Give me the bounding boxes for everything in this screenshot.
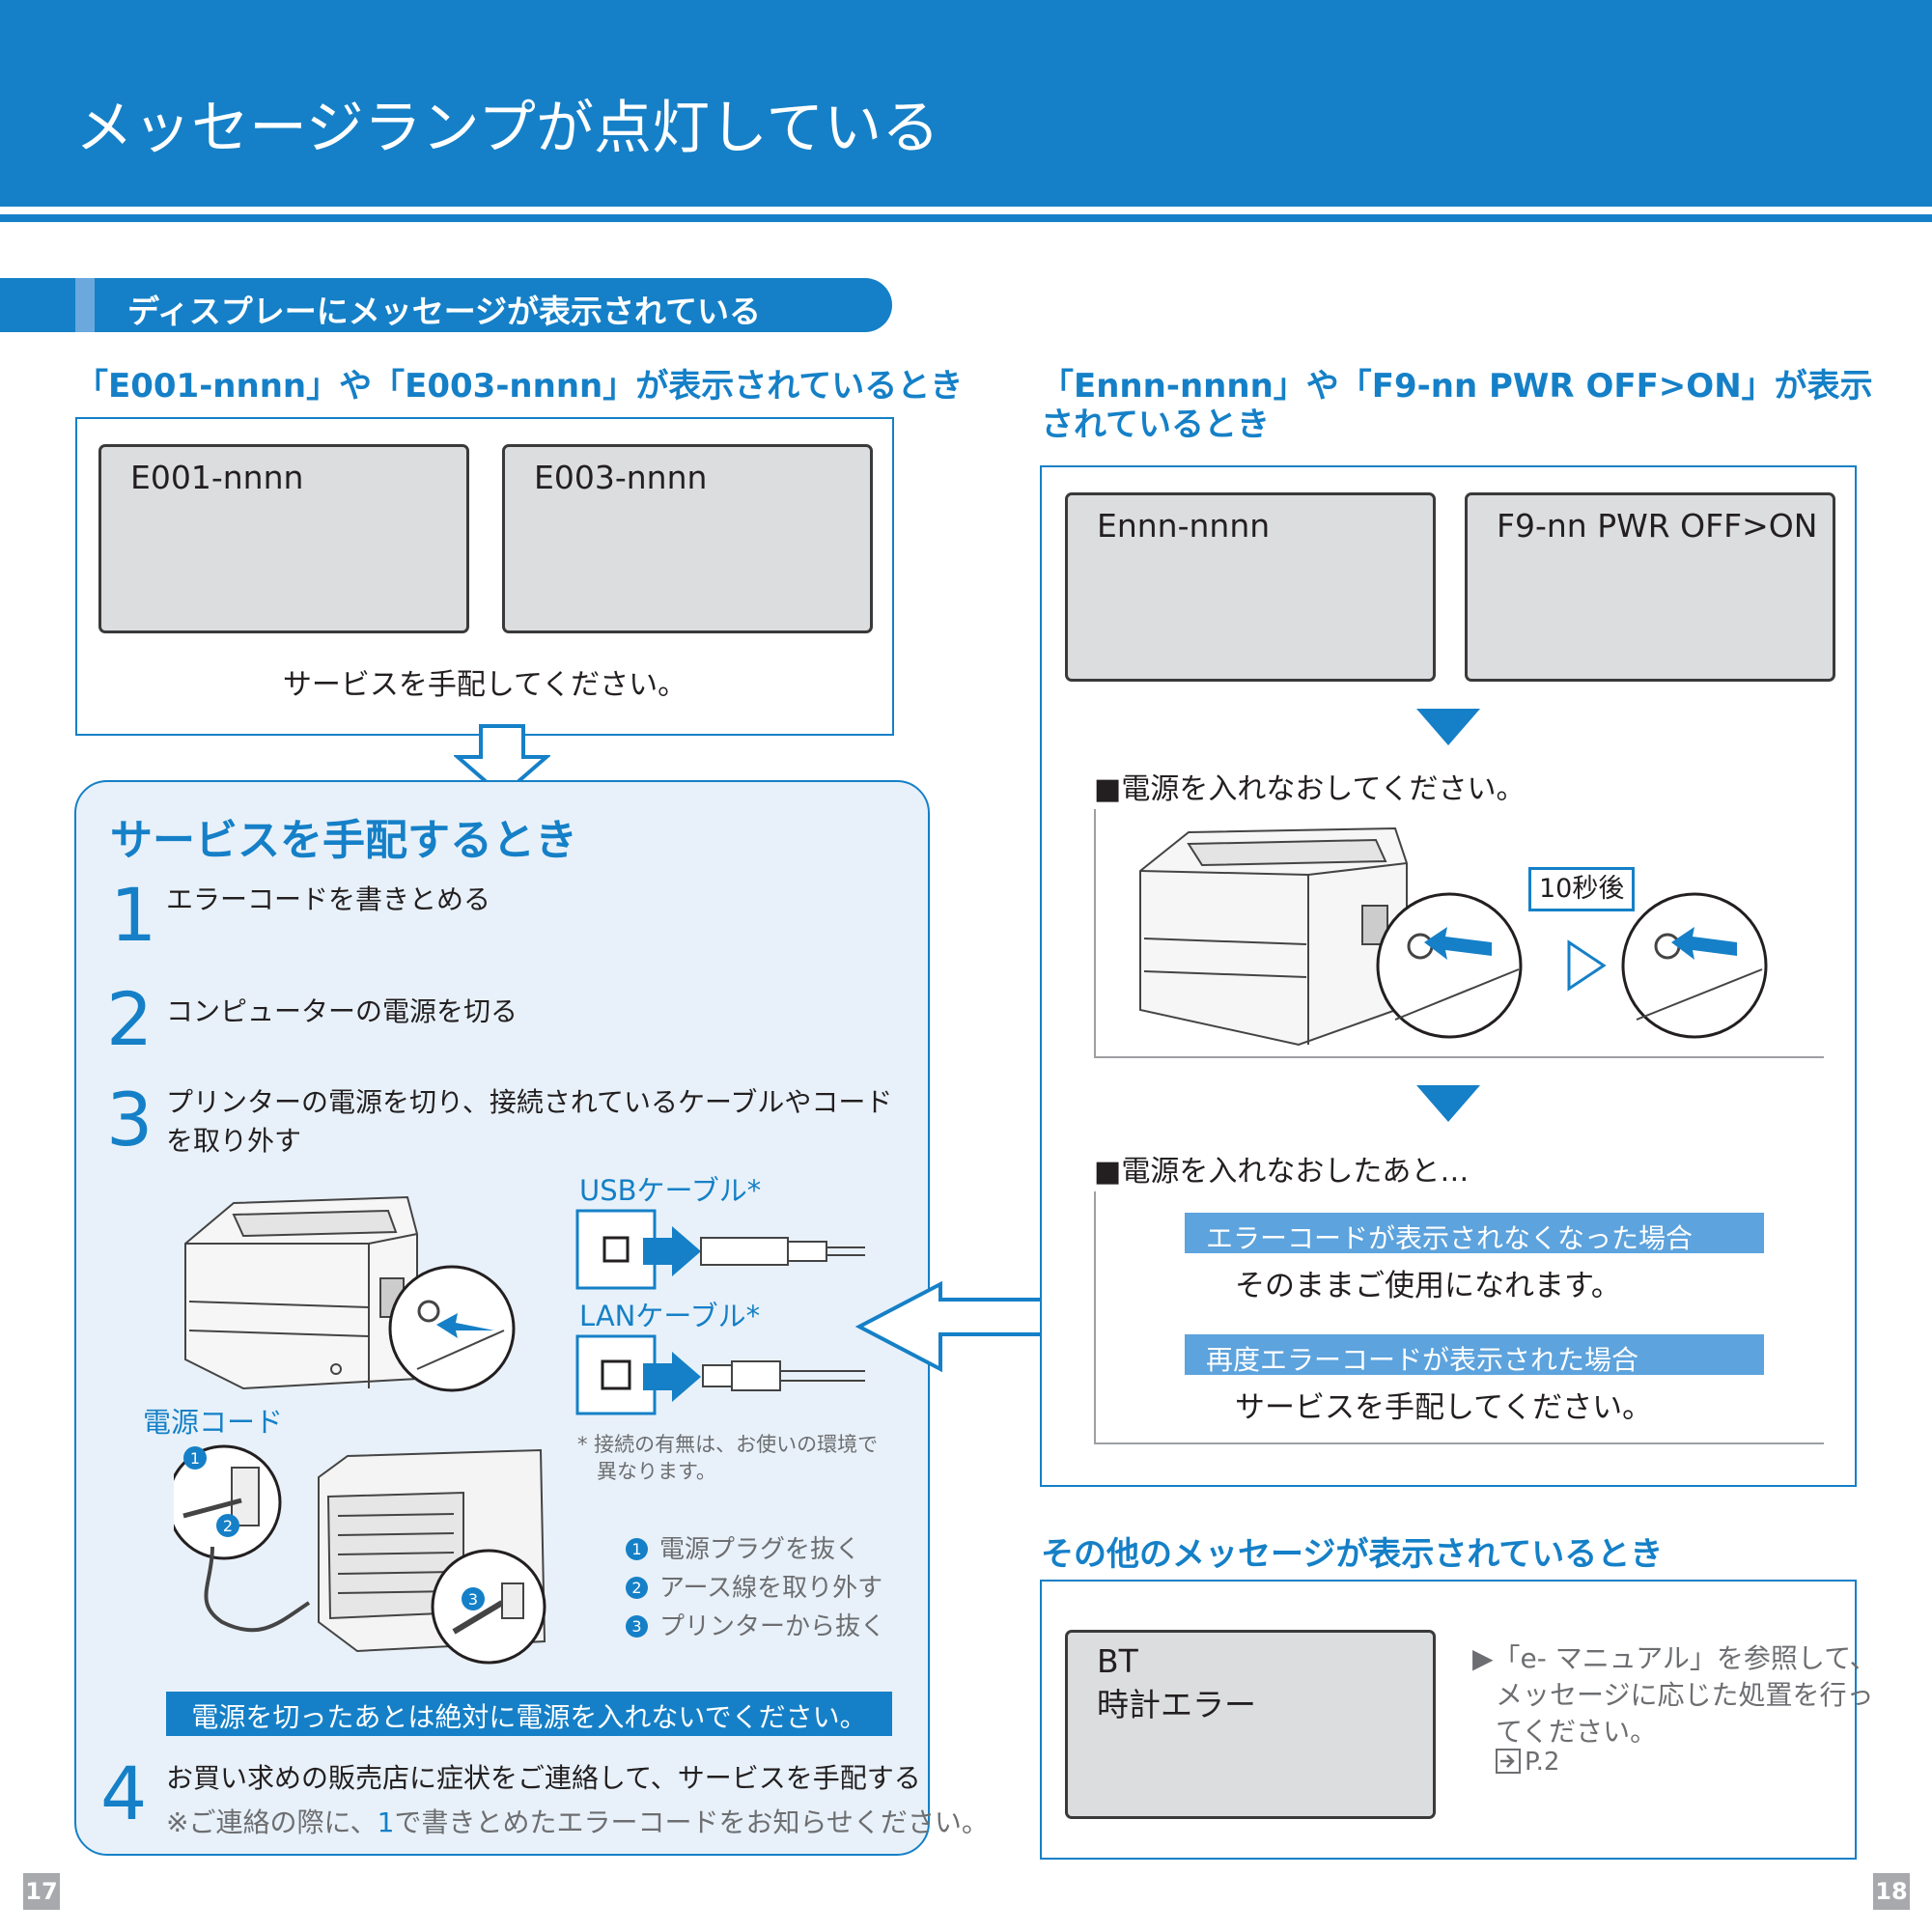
step-number: 4 [100,1750,148,1836]
left-case-heading: 「E001-nnnn」や「E003-nnnn」が表示されているとき [75,367,964,406]
page-ref-icon [1496,1749,1521,1774]
divider [1094,1056,1824,1058]
other-note: ▶「e- マニュアル」を参照して、 [1472,1642,1877,1674]
bullet-text: アース線を取り外す [659,1574,883,1603]
bullet-number: 3 [626,1615,648,1638]
printer-front-illustration [184,1195,516,1392]
step-text: プリンターの電源を切り、接続されているケーブルやコード [166,1086,893,1118]
seconds-badge: 10秒後 [1528,867,1636,911]
header-band [0,0,1932,207]
step-number: 1 [110,872,157,958]
divider [1094,1191,1096,1442]
warning-bar [166,1692,892,1736]
step-note-ref: 1 [377,1806,395,1838]
lcd-display: E003-nnnn [502,444,873,633]
section-bar-accent [75,278,95,332]
case-text: サービスを手配してください。 [1235,1390,1653,1425]
bullet-number: 1 [626,1538,648,1560]
left-case-instruction: サービスを手配してください。 [282,668,687,702]
step-note-text: ※ご連絡の際に、 [166,1806,378,1838]
step-number: 2 [106,976,154,1062]
other-heading: その他のメッセージが表示されているとき [1041,1535,1664,1574]
case-label-bar [1185,1213,1764,1253]
section-title: ディスプレーにメッセージが表示されている [127,293,762,330]
case-text: そのままご使用になれます。 [1235,1269,1621,1303]
restart-instruction: ■電源を入れなおしてください。 [1094,772,1526,806]
divider [1094,1442,1824,1444]
bullet-item: 2 アース線を取り外す [626,1568,882,1604]
usb-cable-icon [575,1209,865,1290]
lcd-text: E001-nnnn [130,459,304,496]
right-case-heading: されているとき [1041,406,1270,444]
footnote: 異なります。 [597,1460,716,1483]
section-bar [0,278,892,332]
other-note: メッセージに応じた処置を行っ [1496,1679,1874,1711]
down-triangle-icon [1416,1085,1480,1122]
down-arrow-icon [454,724,550,798]
step-text: お買い求めの販売店に症状をご連絡して、サービスを手配する [166,1762,921,1794]
printer-back-illustration: 1 2 3 [174,1444,546,1665]
bullet-number: 2 [626,1577,648,1599]
page-reference[interactable]: P.2 [1496,1748,1559,1777]
step-note: ※ご連絡の際に、1で書きとめたエラーコードをお知らせください。 [166,1802,989,1840]
step-text: エラーコードを書きとめる [166,883,491,915]
bullet-text: プリンターから抜く [659,1612,886,1641]
case-label-bar [1185,1334,1764,1375]
bullet-item: 1 電源プラグを抜く [626,1529,860,1565]
power-restart-illustration [1139,826,1768,1047]
lcd-display: Ennn-nnnn [1065,492,1436,682]
step-note-text: で書きとめたエラーコードをお知らせください。 [394,1806,989,1838]
svg-text:2: 2 [223,1517,233,1535]
lcd-text: E003-nnnn [534,459,708,496]
divider [1094,809,1096,1056]
page-ref-text: P.2 [1525,1748,1560,1777]
bullet-item: 3 プリンターから抜く [626,1607,885,1642]
lcd-display: BT 時計エラー [1065,1630,1436,1819]
lcd-display: E001-nnnn [98,444,469,633]
warning-text: 電源を切ったあとは絶対に電源を入れないでください。 [191,1701,867,1733]
page-title: メッセージランプが点灯している [75,95,940,162]
bullet-text: 電源プラグを抜く [659,1535,861,1564]
step-text: コンピューターの電源を切る [166,995,518,1027]
footnote: * 接続の有無は、お使いの環境で [577,1433,879,1456]
page-number-left: 17 [23,1873,60,1910]
usb-label: USBケーブル* [579,1174,762,1207]
step-number: 3 [106,1077,154,1162]
after-restart-text: ■電源を入れなおしたあと… [1094,1155,1470,1189]
lcd-display: F9-nn PWR OFF>ON [1465,492,1835,682]
power-cord-label: 電源コード [143,1406,284,1439]
case-label: エラーコードが表示されなくなった場合 [1206,1222,1694,1254]
svg-text:3: 3 [468,1590,478,1609]
right-case-heading: 「Ennn-nnnn」や「F9-nn PWR OFF>ON」が表示 [1041,367,1873,406]
lcd-text: 時計エラー [1097,1686,1256,1723]
case-label: 再度エラーコードが表示された場合 [1206,1344,1639,1376]
other-note: てください。 [1496,1716,1658,1748]
step-text: を取り外す [166,1125,302,1157]
lcd-text: BT [1097,1642,1138,1680]
lan-cable-icon [575,1334,865,1415]
left-case-box: E001-nnnn E003-nnnn サービスを手配してください。 [75,417,894,736]
svg-text:1: 1 [190,1449,200,1468]
page-number-right: 18 [1873,1873,1910,1910]
service-title: サービスを手配するとき [110,816,577,865]
lcd-text: Ennn-nnnn [1097,507,1271,545]
other-box: BT 時計エラー ▶「e- マニュアル」を参照して、 メッセージに応じた処置を行… [1040,1580,1877,1860]
lcd-text: F9-nn PWR OFF>ON [1497,507,1818,545]
right-case-box: Ennn-nnnn F9-nn PWR OFF>ON ■電源を入れなおしてくださ… [1040,465,1857,1487]
lan-label: LANケーブル* [579,1300,761,1332]
header-rule [0,214,1932,222]
down-triangle-icon [1416,709,1480,745]
